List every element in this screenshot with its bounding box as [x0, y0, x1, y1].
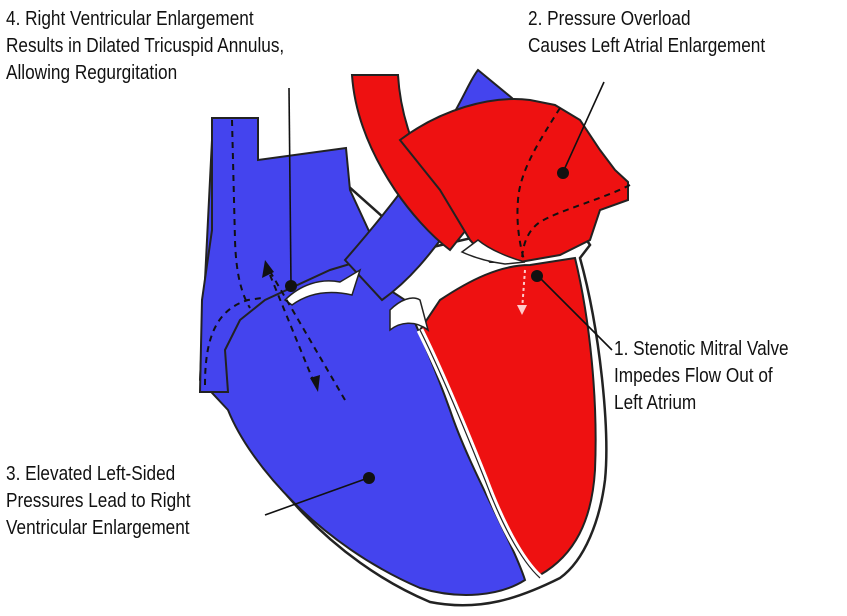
annotation-2: 2. Pressure Overload Causes Left Atrial … [528, 6, 765, 60]
annotation-4-line-3: Allowing Regurgitation [6, 60, 284, 87]
annotation-3-line-1: 3. Elevated Left-Sided [6, 461, 191, 488]
annotation-1-line-3: Left Atrium [614, 390, 789, 417]
callout-dot-3 [363, 472, 375, 484]
annotation-4: 4. Right Ventricular Enlargement Results… [6, 6, 284, 87]
annotation-3-line-3: Ventricular Enlargement [6, 515, 191, 542]
annotation-2-line-2: Causes Left Atrial Enlargement [528, 33, 765, 60]
callout-dot-1 [531, 270, 543, 282]
annotation-4-line-2: Results in Dilated Tricuspid Annulus, [6, 33, 284, 60]
callout-dot-2 [557, 167, 569, 179]
annotation-1-line-2: Impedes Flow Out of [614, 363, 789, 390]
callout-dot-4 [285, 280, 297, 292]
annotation-2-line-1: 2. Pressure Overload [528, 6, 765, 33]
annotation-1: 1. Stenotic Mitral Valve Impedes Flow Ou… [614, 336, 789, 417]
annotation-1-line-1: 1. Stenotic Mitral Valve [614, 336, 789, 363]
annotation-4-line-1: 4. Right Ventricular Enlargement [6, 6, 284, 33]
annotation-3-line-2: Pressures Lead to Right [6, 488, 191, 515]
annotation-3: 3. Elevated Left-Sided Pressures Lead to… [6, 461, 191, 542]
